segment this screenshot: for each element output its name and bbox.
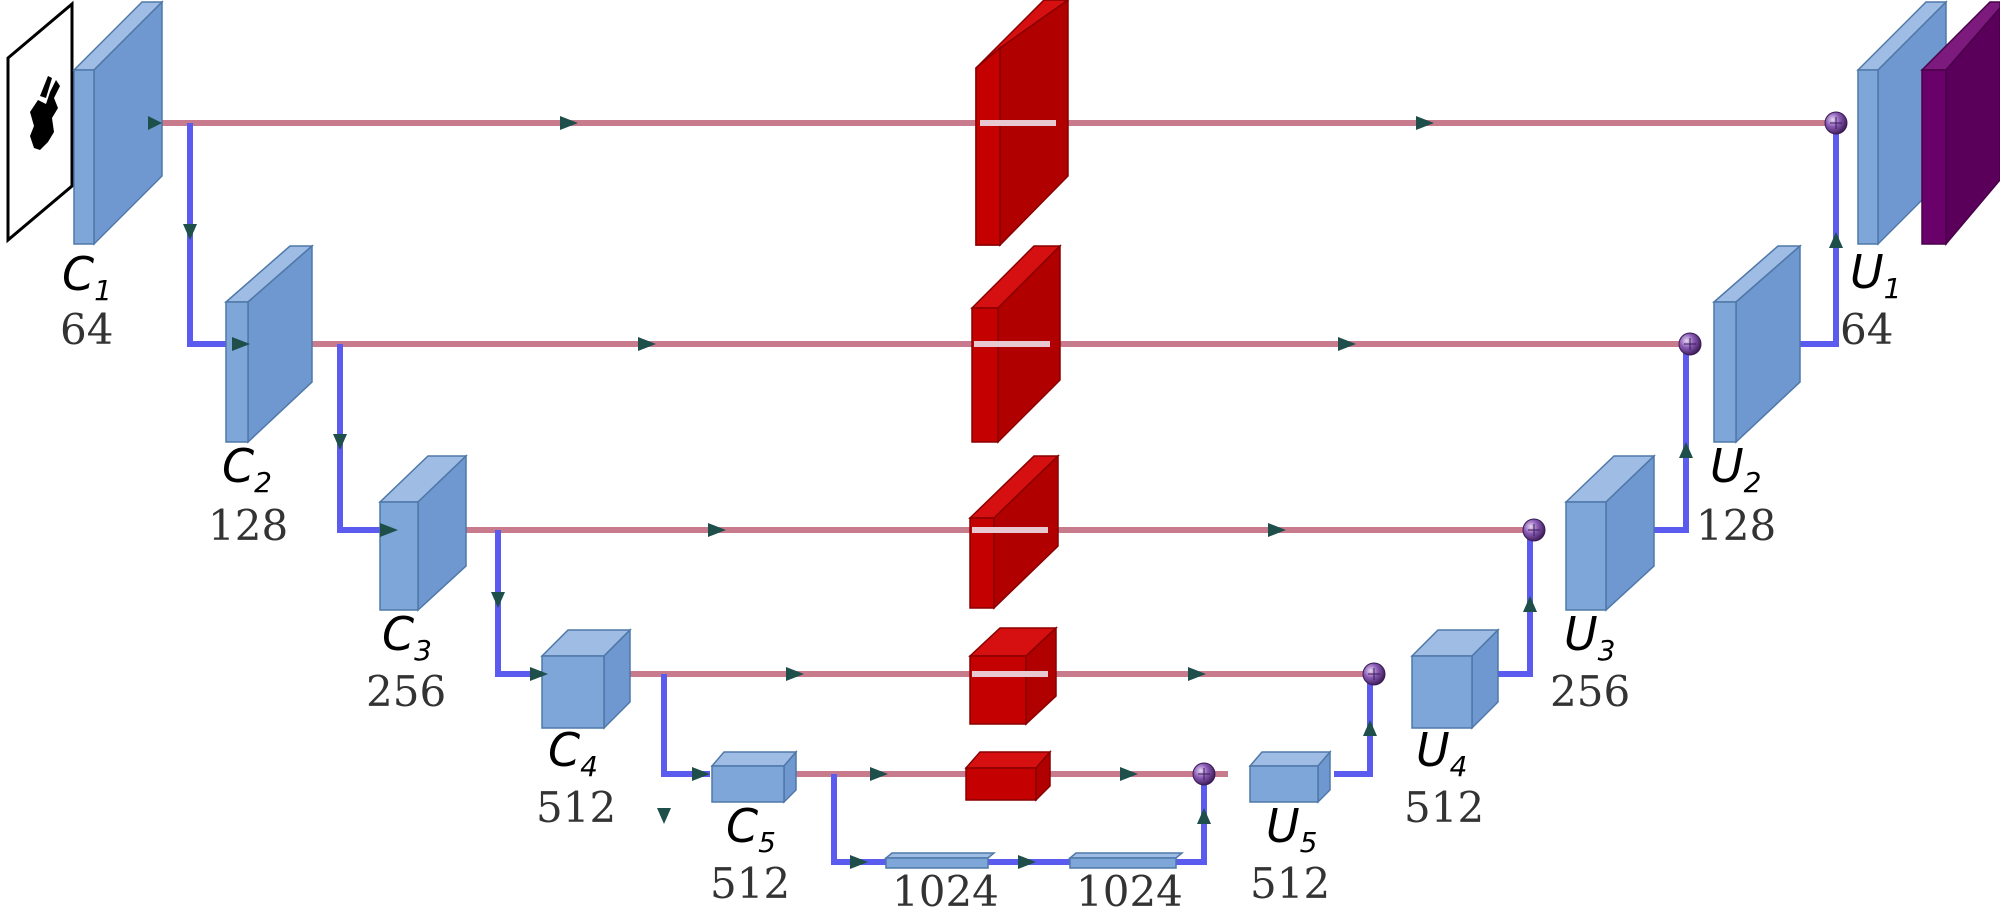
encoder-block-1 [72, 0, 164, 246]
arrow-icon [1268, 523, 1286, 537]
merge-nodes [1192, 111, 1848, 786]
arrow-icon [692, 767, 710, 781]
arrow-icon [870, 767, 888, 781]
decoder-channels-1: 64 [1840, 305, 1893, 354]
arrow-icon [1523, 596, 1537, 612]
decoder-block-3 [1564, 454, 1656, 612]
decoder-channels-4: 512 [1404, 783, 1484, 832]
up-path-5 [1334, 674, 1373, 777]
decoder-channels-5: 512 [1250, 859, 1330, 908]
decoder-block-2 [1712, 244, 1802, 444]
arrow-icon [850, 855, 868, 869]
encoder-label-3: C3 [382, 607, 432, 667]
arrow-icon [1829, 232, 1843, 248]
arrow-icon [148, 116, 162, 130]
arrow-icon [638, 337, 656, 351]
encoder-label-5: C5 [726, 799, 776, 859]
up-path-4 [1490, 530, 1533, 677]
arrow-icon [786, 667, 804, 681]
decoder-label-5: U5 [1266, 799, 1318, 859]
arrow-icon [333, 434, 347, 450]
encoder-blocks [72, 0, 798, 804]
bottleneck-block-2 [1067, 852, 1185, 869]
arrow-icon [1679, 442, 1693, 458]
arrow-icon [657, 808, 671, 824]
concat-sphere-icon [1522, 518, 1546, 542]
decoder-label-3: U3 [1564, 607, 1616, 667]
arrow-icon [560, 116, 578, 130]
output-map [1920, 1, 2000, 247]
concat-sphere-icon [1192, 762, 1216, 786]
concat-sphere-icon [1824, 111, 1848, 135]
encoder-block-5 [710, 749, 798, 804]
attention-block-5 [964, 750, 1052, 802]
decoder-label-1: U1 [1850, 245, 1902, 305]
arrow-icon [232, 337, 250, 351]
concat-sphere-icon [1678, 332, 1702, 356]
encoder-block-3 [378, 454, 468, 612]
decoder-labels: U1 64 U2 128 U3 256 U4 512 U5 512 [1250, 245, 1902, 908]
up-path-3 [1646, 344, 1689, 533]
bottleneck-channels-2: 1024 [1076, 867, 1183, 911]
bottleneck-channels-1: 1024 [892, 867, 999, 911]
down-path-4 [661, 674, 710, 777]
decoder-label-4: U4 [1416, 723, 1468, 783]
encoder-label-4: C4 [548, 723, 598, 783]
concat-sphere-icon [1362, 662, 1386, 686]
encoder-label-2: C2 [222, 439, 272, 499]
encoder-block-4 [540, 628, 632, 730]
encoder-label-1: C1 [62, 247, 112, 307]
encoder-channels-2: 128 [208, 501, 288, 550]
decoder-label-2: U2 [1710, 439, 1762, 499]
arrow-icon [1188, 667, 1206, 681]
encoder-channels-1: 64 [60, 305, 113, 354]
up-path-2 [1790, 123, 1839, 347]
down-path-3 [495, 530, 548, 677]
encoder-channels-3: 256 [366, 667, 446, 716]
arrow-icon [708, 523, 726, 537]
arrow-icon [491, 592, 505, 608]
arrow-icon [183, 224, 197, 240]
encoder-channels-5: 512 [710, 859, 790, 908]
decoder-block-5 [1248, 749, 1332, 804]
bottleneck-labels: 1024 1024 [892, 867, 1183, 911]
bottleneck-blocks [883, 852, 1185, 869]
bottleneck-block-1 [883, 852, 997, 869]
decoder-block-4 [1410, 628, 1500, 730]
input-image [6, 0, 74, 244]
arrow-icon [1120, 767, 1138, 781]
decoder-channels-3: 256 [1550, 667, 1630, 716]
arrow-icon [1416, 116, 1434, 130]
down-path-2 [337, 344, 398, 533]
arrow-icon [1338, 337, 1356, 351]
arrow-icon [1197, 808, 1211, 824]
arrow-icon [380, 523, 398, 537]
attention-blocks [964, 0, 1070, 802]
encoder-block-2 [224, 244, 314, 444]
arrow-icon [530, 667, 548, 681]
arrowheads [148, 116, 1843, 869]
encoder-channels-4: 512 [536, 783, 616, 832]
silhouette-image-icon [30, 76, 60, 150]
decoder-blocks [1248, 0, 2000, 804]
arrow-icon [1018, 855, 1036, 869]
decoder-channels-2: 128 [1696, 501, 1776, 550]
arrow-icon [1363, 720, 1377, 736]
encoder-labels: C1 64 C2 128 C3 256 C4 512 C5 512 [60, 247, 790, 908]
